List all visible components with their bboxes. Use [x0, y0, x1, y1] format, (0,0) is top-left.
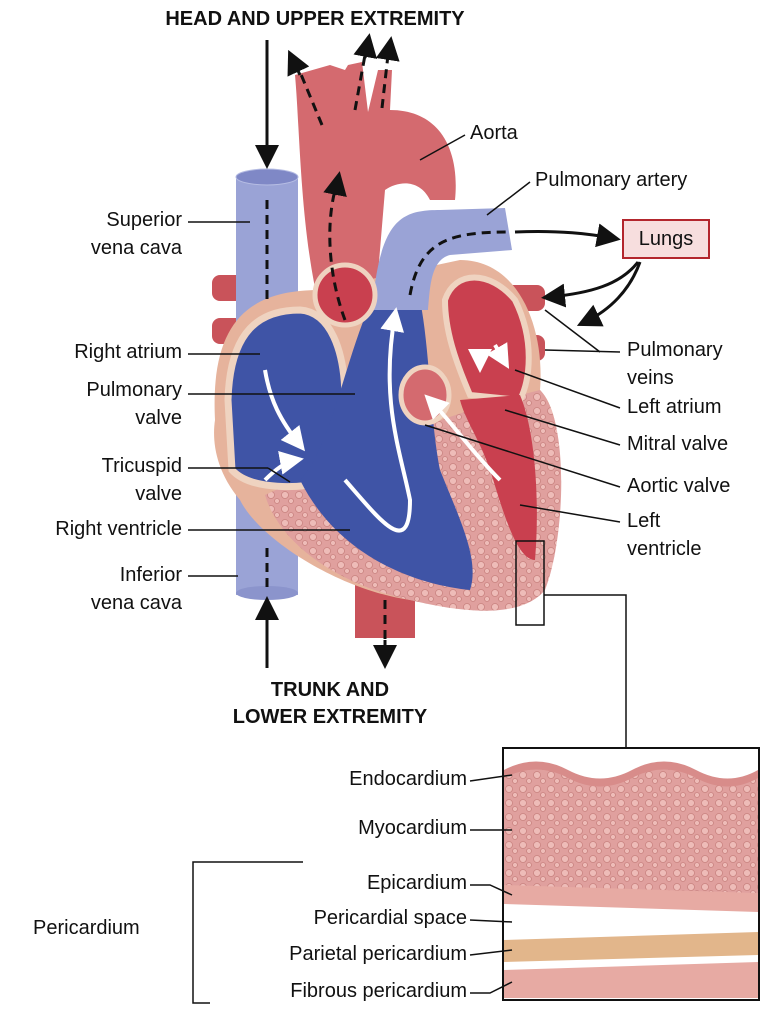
label-aortic-valve: Aortic valve: [627, 475, 731, 497]
label-endocardium: Endocardium: [349, 768, 467, 790]
lungs-box: Lungs: [622, 219, 710, 259]
left-atrium: [441, 274, 532, 404]
aorta-arch: [295, 62, 456, 310]
label-myocardium: Myocardium: [358, 817, 467, 839]
label-inferior-vena-cava-1: Inferior: [119, 564, 182, 586]
label-aorta: Aorta: [470, 122, 518, 144]
heart-wall-inset: [192, 747, 760, 1004]
label-pulmonary-artery: Pulmonary artery: [535, 169, 688, 191]
label-pulmonary-valve-1: Pulmonary: [86, 379, 182, 401]
aortic-valve-root: [312, 262, 378, 328]
label-tricuspid-valve-1: Tricuspid: [101, 455, 182, 477]
label-pericardial-space: Pericardial space: [313, 907, 467, 929]
label-superior-vena-cava-1: Superior: [106, 209, 182, 231]
label-left-ventricle-2: ventricle: [627, 538, 702, 560]
label-left-atrium: Left atrium: [627, 396, 722, 418]
label-pulmonary-veins-2: veins: [627, 367, 674, 389]
head-upper-extremity-title: HEAD AND UPPER EXTREMITY: [165, 8, 465, 30]
trunk-title-line1: TRUNK AND: [270, 679, 390, 701]
label-superior-vena-cava-2: vena cava: [90, 237, 182, 259]
label-pulmonary-veins-1: Pulmonary: [627, 339, 723, 361]
label-pulmonary-valve-2: valve: [135, 407, 182, 429]
label-fibrous-pericardium: Fibrous pericardium: [290, 980, 467, 1002]
label-parietal-pericardium: Parietal pericardium: [289, 943, 467, 965]
trunk-title-line2: LOWER EXTREMITY: [232, 706, 428, 728]
leader-lines: [188, 134, 627, 747]
label-tricuspid-valve-2: valve: [135, 483, 182, 505]
label-right-ventricle: Right ventricle: [55, 518, 182, 540]
label-inferior-vena-cava-2: vena cava: [90, 592, 182, 614]
label-mitral-valve: Mitral valve: [627, 433, 729, 455]
right-ventricle: [300, 300, 473, 590]
label-left-ventricle-1: Left: [627, 510, 661, 532]
label-pericardium: Pericardium: [33, 917, 140, 939]
pulmonary-artery: [372, 208, 512, 310]
label-right-atrium: Right atrium: [74, 341, 182, 363]
label-epicardium: Epicardium: [366, 872, 467, 894]
